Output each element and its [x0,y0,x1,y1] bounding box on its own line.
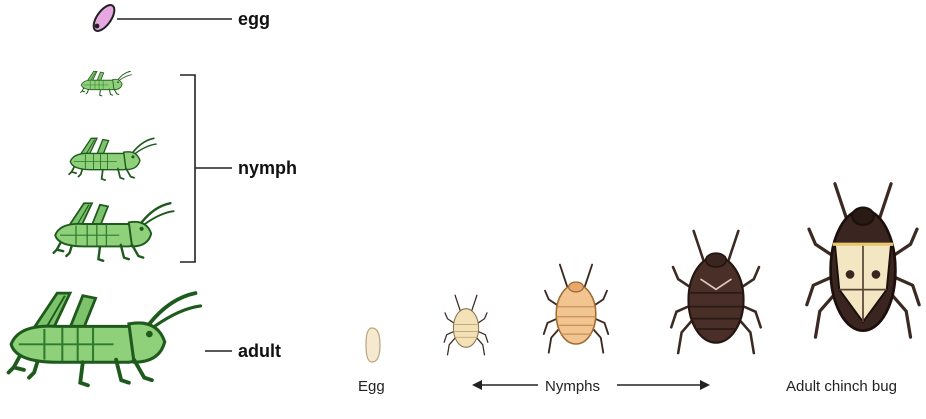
chinch-bug-egg-icon [366,328,380,362]
grasshopper-egg-icon [90,2,119,35]
grasshopper-nymph-small-icon [81,71,132,95]
chinch-bug-life-cycle: Egg [358,184,919,395]
grasshopper-nymph-label: nymph [238,158,297,178]
nymph-bracket [180,75,232,262]
grasshopper-adult-icon [9,293,201,385]
chinch-bug-egg-label: Egg [358,378,385,395]
grasshopper-egg-label: egg [238,9,270,29]
chinch-bug-nymph-1-icon [444,295,488,355]
chinch-bug-nymph-2-icon [544,265,608,353]
grasshopper-nymph-medium-icon [69,138,156,180]
grasshopper-adult-label: adult [238,341,281,361]
grasshopper-life-cycle: egg nymph adult [9,2,297,386]
chinch-bug-adult-label: Adult chinch bug [786,378,897,395]
chinch-bug-nymphs-label: Nymphs [545,378,600,395]
chinch-bug-nymph-3-icon [671,231,760,353]
chinch-bug-adult-icon [807,184,919,337]
grasshopper-nymph-large-icon [54,203,174,261]
